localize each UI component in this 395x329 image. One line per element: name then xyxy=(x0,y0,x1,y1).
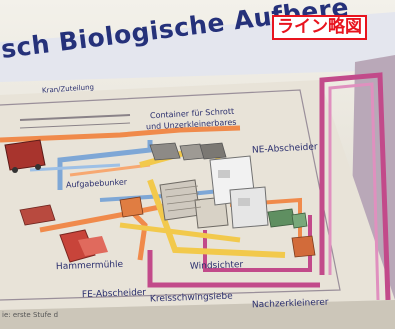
label-footer: ie: erste Stufe d xyxy=(2,311,59,319)
crane xyxy=(19,114,131,129)
sieve-machines xyxy=(159,179,229,229)
label-windsichter: Windsichter xyxy=(189,260,244,272)
ne-separator xyxy=(267,208,308,229)
hammer-mill xyxy=(19,204,108,263)
fe-separator xyxy=(119,196,144,218)
air-classifier xyxy=(209,155,269,229)
post-shredder xyxy=(291,235,316,258)
line-diagram-stamp: ライン略図 xyxy=(272,15,367,40)
scrap-containers xyxy=(149,142,227,161)
truck xyxy=(4,139,46,173)
